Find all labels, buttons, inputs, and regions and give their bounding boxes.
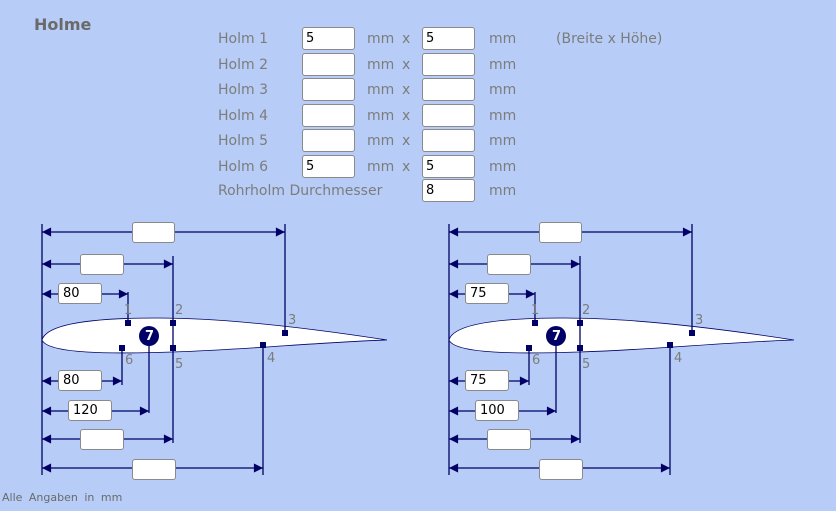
spar-marker-label: 4 [267,351,276,366]
dimension-input[interactable] [58,283,102,304]
spar-marker-square [260,342,266,348]
tube-spar-label: Rohrholm Durchmesser [218,183,383,199]
dimension-input[interactable] [475,400,519,421]
spar-marker-square [577,345,583,351]
spar-unit-label: mm [489,108,517,124]
spar-marker-square [119,345,125,351]
times-sign: x [402,57,411,73]
spar-width-input[interactable] [302,27,355,50]
dimension-input[interactable] [68,400,112,421]
spar-marker-square [526,345,532,351]
times-sign: x [402,108,411,124]
spar-marker-square [689,330,695,336]
dimension-input[interactable] [465,283,509,304]
times-sign: x [402,31,411,47]
spar-marker-label: 3 [695,313,704,328]
spar-width-input[interactable] [302,104,355,127]
spar-height-input[interactable] [422,129,475,152]
dimension-input[interactable] [132,222,175,243]
spar-unit-label: mm [489,133,517,149]
spar-unit-label: mm [489,31,517,47]
spar-marker-label: 2 [175,303,184,318]
spar-marker-label: 2 [582,303,591,318]
spar-height-input[interactable] [422,155,475,178]
spar-marker-square [125,320,131,326]
spar-marker-label: 7 [552,329,562,344]
spar-marker-label: 1 [531,303,540,318]
dimension-input[interactable] [465,370,509,391]
spar-unit-label: mm [367,108,395,124]
tube-spar-circle [546,326,566,346]
times-sign: x [402,159,411,175]
spar-marker-square [532,320,538,326]
spar-marker-label: 5 [582,357,591,372]
tube-unit-label: mm [489,183,517,199]
spar-marker-label: 6 [125,353,134,368]
dimension-input[interactable] [539,459,583,480]
spar-unit-label: mm [367,159,395,175]
spar-marker-label: 4 [674,351,683,366]
times-sign: x [402,133,411,149]
spar-unit-label: mm [367,82,395,98]
spar-height-input[interactable] [422,53,475,76]
spar-unit-label: mm [367,133,395,149]
spar-width-input[interactable] [302,53,355,76]
spar-marker-label: 1 [124,303,133,318]
dimension-input[interactable] [80,254,124,275]
spar-label: Holm 2 [218,57,268,73]
spar-marker-label: 7 [145,329,155,344]
spar-height-input[interactable] [422,27,475,50]
spar-label: Holm 1 [218,31,268,47]
dimension-input[interactable] [487,429,531,450]
spar-label: Holm 3 [218,82,268,98]
tube-diameter-input[interactable] [422,179,475,202]
dimension-input[interactable] [132,459,176,480]
page-title: Holme [34,15,92,34]
spar-label: Holm 6 [218,159,268,175]
spar-marker-square [577,320,583,326]
dimension-input[interactable] [58,370,102,391]
dimension-input[interactable] [539,222,582,243]
spar-width-input[interactable] [302,78,355,101]
spar-unit-label: mm [489,82,517,98]
spar-height-input[interactable] [422,104,475,127]
spar-marker-label: 3 [288,313,297,328]
footer-note: Alle Angaben in mm [2,491,123,504]
spar-marker-label: 6 [532,353,541,368]
dimension-hint: (Breite x Höhe) [556,31,663,47]
spar-unit-label: mm [367,31,395,47]
spar-unit-label: mm [367,57,395,73]
spar-marker-label: 5 [175,357,184,372]
dimension-input[interactable] [487,254,531,275]
spar-height-input[interactable] [422,78,475,101]
spar-unit-label: mm [489,57,517,73]
spar-marker-square [170,320,176,326]
spar-unit-label: mm [489,159,517,175]
times-sign: x [402,82,411,98]
airfoil-profile [41,317,388,354]
spar-label: Holm 4 [218,108,268,124]
spar-label: Holm 5 [218,133,268,149]
spar-marker-square [282,330,288,336]
airfoil-profile [448,317,795,354]
spar-width-input[interactable] [302,155,355,178]
dimension-input[interactable] [80,429,124,450]
spar-width-input[interactable] [302,129,355,152]
spar-marker-square [667,342,673,348]
spar-marker-square [170,345,176,351]
tube-spar-circle [139,326,159,346]
